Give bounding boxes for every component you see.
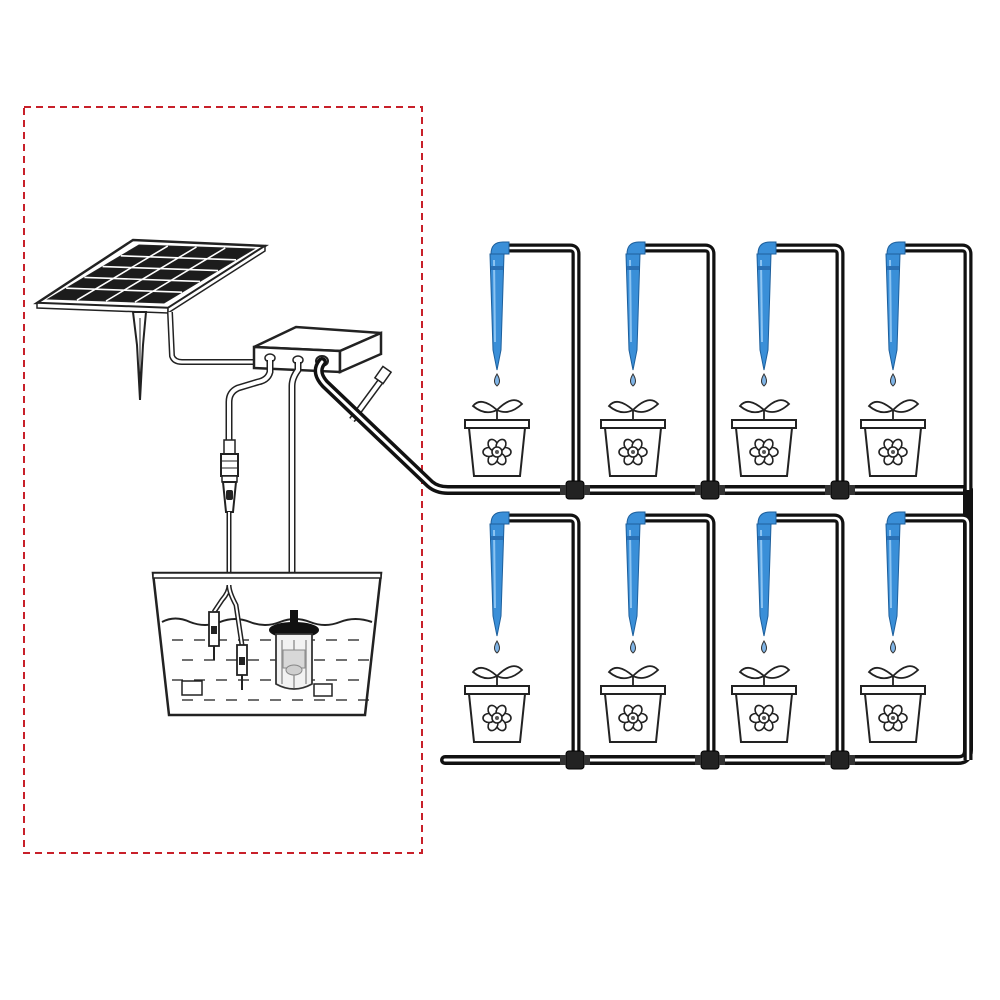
water-tank-icon bbox=[151, 571, 383, 717]
plant-row-lower bbox=[464, 511, 973, 770]
flower-pot-icon bbox=[860, 399, 926, 477]
tee-connector-icon bbox=[825, 750, 855, 770]
flower-pot-icon bbox=[600, 399, 666, 477]
branch-tube bbox=[505, 243, 581, 490]
flower-pot-icon bbox=[464, 399, 530, 477]
drip-stake-icon bbox=[756, 241, 777, 387]
flower-pot-icon bbox=[860, 665, 926, 743]
tee-connector-icon bbox=[825, 480, 855, 500]
drip-stake-icon bbox=[756, 511, 777, 654]
tee-connector-icon bbox=[560, 480, 590, 500]
drip-stake-icon bbox=[489, 241, 510, 387]
drip-stake-icon bbox=[885, 241, 906, 387]
water-level-sensor-icon bbox=[208, 584, 248, 690]
drip-stake-icon bbox=[625, 511, 646, 654]
drip-stake-icon bbox=[489, 511, 510, 654]
tee-connector-icon bbox=[560, 750, 590, 770]
tee-connector-icon bbox=[695, 750, 725, 770]
plant-row-upper bbox=[464, 241, 973, 500]
branch-tube bbox=[772, 243, 845, 490]
branch-tube bbox=[505, 513, 581, 760]
submersible-pump-icon bbox=[269, 610, 319, 690]
branch-tube bbox=[901, 243, 973, 490]
tee-connector-icon bbox=[695, 480, 725, 500]
flower-pot-icon bbox=[731, 399, 797, 477]
flower-pot-icon bbox=[731, 665, 797, 743]
pump-cable bbox=[288, 362, 302, 608]
sensor-cable bbox=[225, 360, 274, 455]
branch-tube bbox=[772, 513, 845, 760]
branch-tube bbox=[641, 243, 716, 490]
branch-tube bbox=[901, 513, 973, 760]
cable-connector-icon bbox=[220, 439, 239, 585]
drip-stake-icon bbox=[885, 511, 906, 654]
branch-tube bbox=[641, 513, 716, 760]
solar-panel-icon bbox=[33, 238, 269, 401]
flower-pot-icon bbox=[464, 665, 530, 743]
drip-stake-icon bbox=[625, 241, 646, 387]
flower-pot-icon bbox=[600, 665, 666, 743]
